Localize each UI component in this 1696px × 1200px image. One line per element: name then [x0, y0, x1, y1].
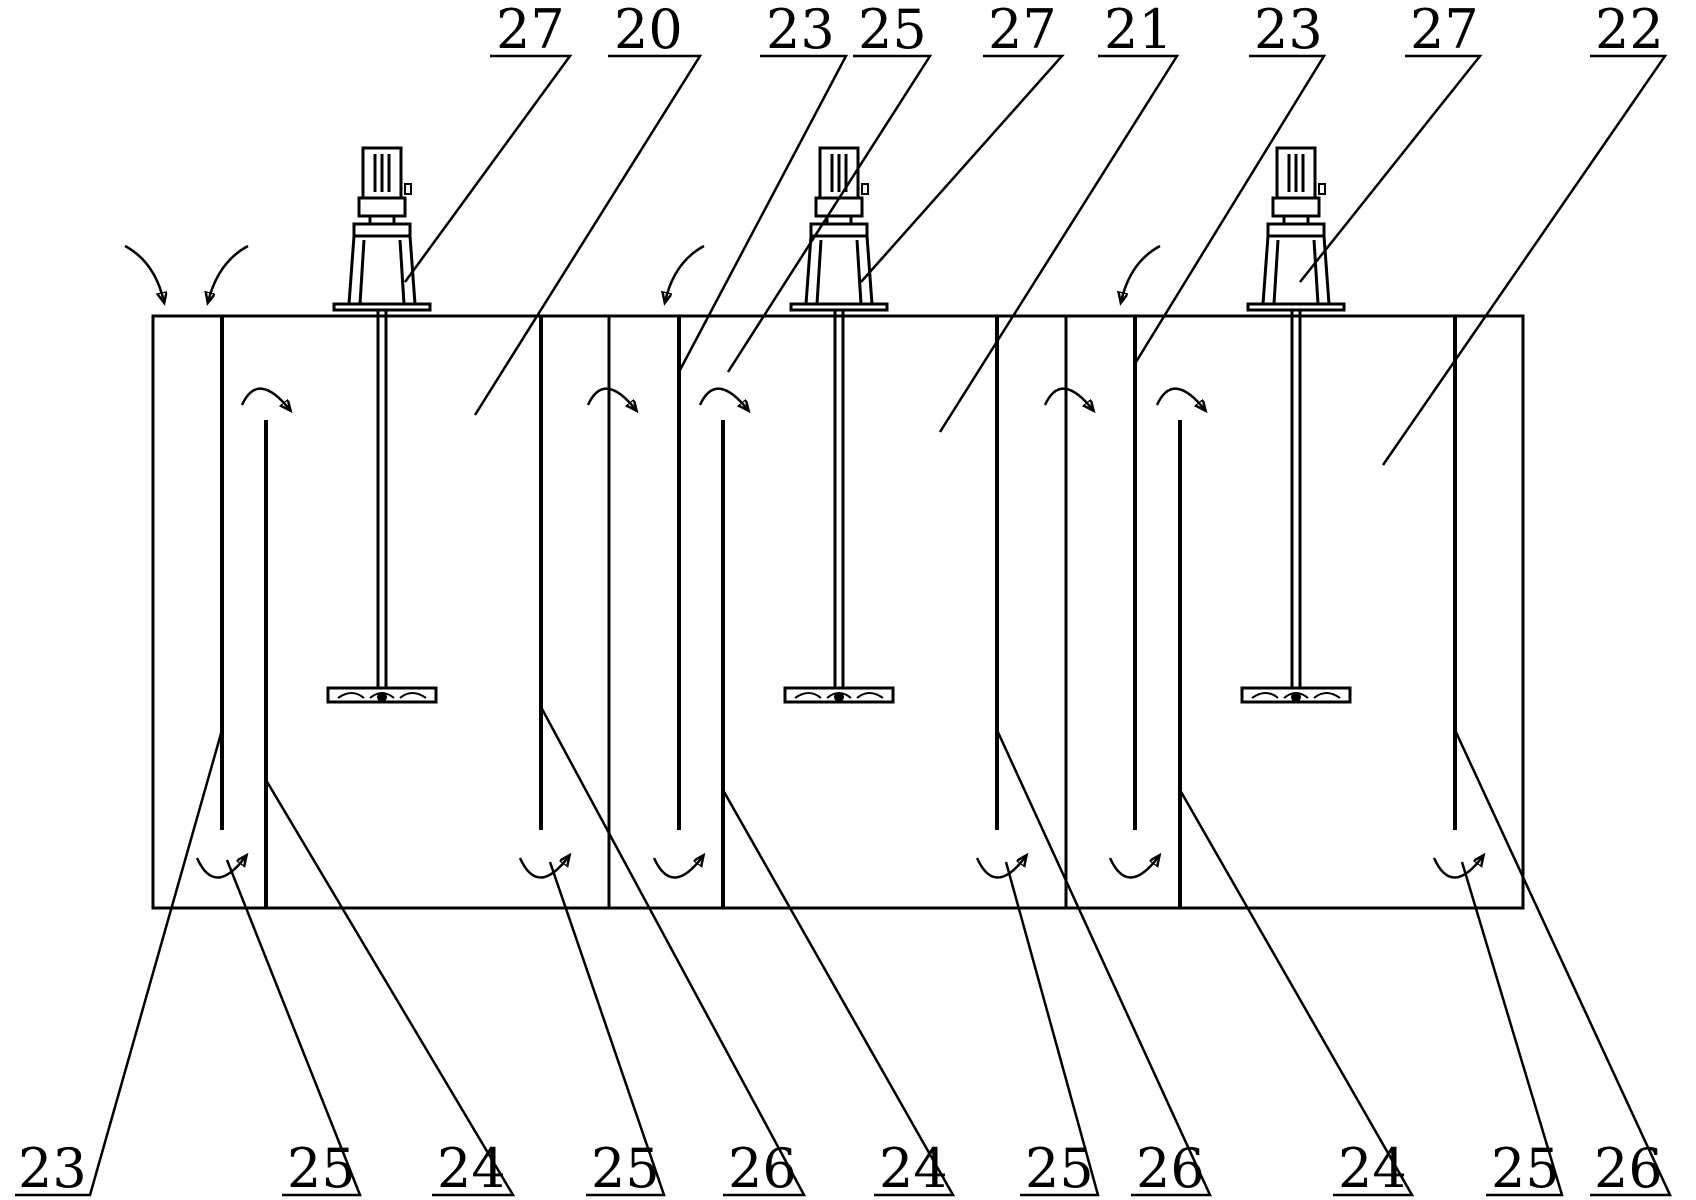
- callout-label: 25: [591, 1137, 660, 1200]
- top-labels: 27 20 23 25 27 21 23 27 22: [496, 0, 1664, 61]
- agitator-motor-icon: [783, 146, 895, 704]
- agitator-motor-icon: [326, 146, 438, 704]
- callout-label: 25: [858, 0, 927, 61]
- callout-label: 21: [1104, 0, 1173, 61]
- callout-label: 26: [1594, 1137, 1663, 1200]
- flow-arrows-top: [240, 387, 1205, 410]
- callout-label: 20: [614, 0, 683, 61]
- callout-label: 24: [1338, 1137, 1407, 1200]
- leader-lines: [15, 54, 1672, 1197]
- callout-label: 25: [1025, 1137, 1094, 1200]
- callout-label: 27: [988, 0, 1057, 61]
- callout-label: 23: [1254, 0, 1323, 61]
- inflow-arrows: [124, 244, 1161, 302]
- tank-outline: [151, 314, 1525, 910]
- callout-label: 26: [1136, 1137, 1205, 1200]
- callout-label: 26: [728, 1137, 797, 1200]
- callout-label: 27: [496, 0, 565, 61]
- bottom-labels: 23 25 24 25 26 24 25 26 24 25 26: [18, 1137, 1663, 1200]
- callout-label: 22: [1595, 0, 1664, 61]
- callout-label: 25: [287, 1137, 356, 1200]
- baffles: [220, 316, 1457, 908]
- agitator-motor-icon: [1240, 146, 1352, 704]
- callout-label: 25: [1491, 1137, 1560, 1200]
- callout-label: 24: [879, 1137, 948, 1200]
- callout-label: 23: [766, 0, 835, 61]
- callout-label: 27: [1410, 0, 1479, 61]
- callout-label: 23: [18, 1137, 87, 1200]
- flow-arrows-bottom: [195, 856, 1483, 879]
- callout-label: 24: [437, 1137, 506, 1200]
